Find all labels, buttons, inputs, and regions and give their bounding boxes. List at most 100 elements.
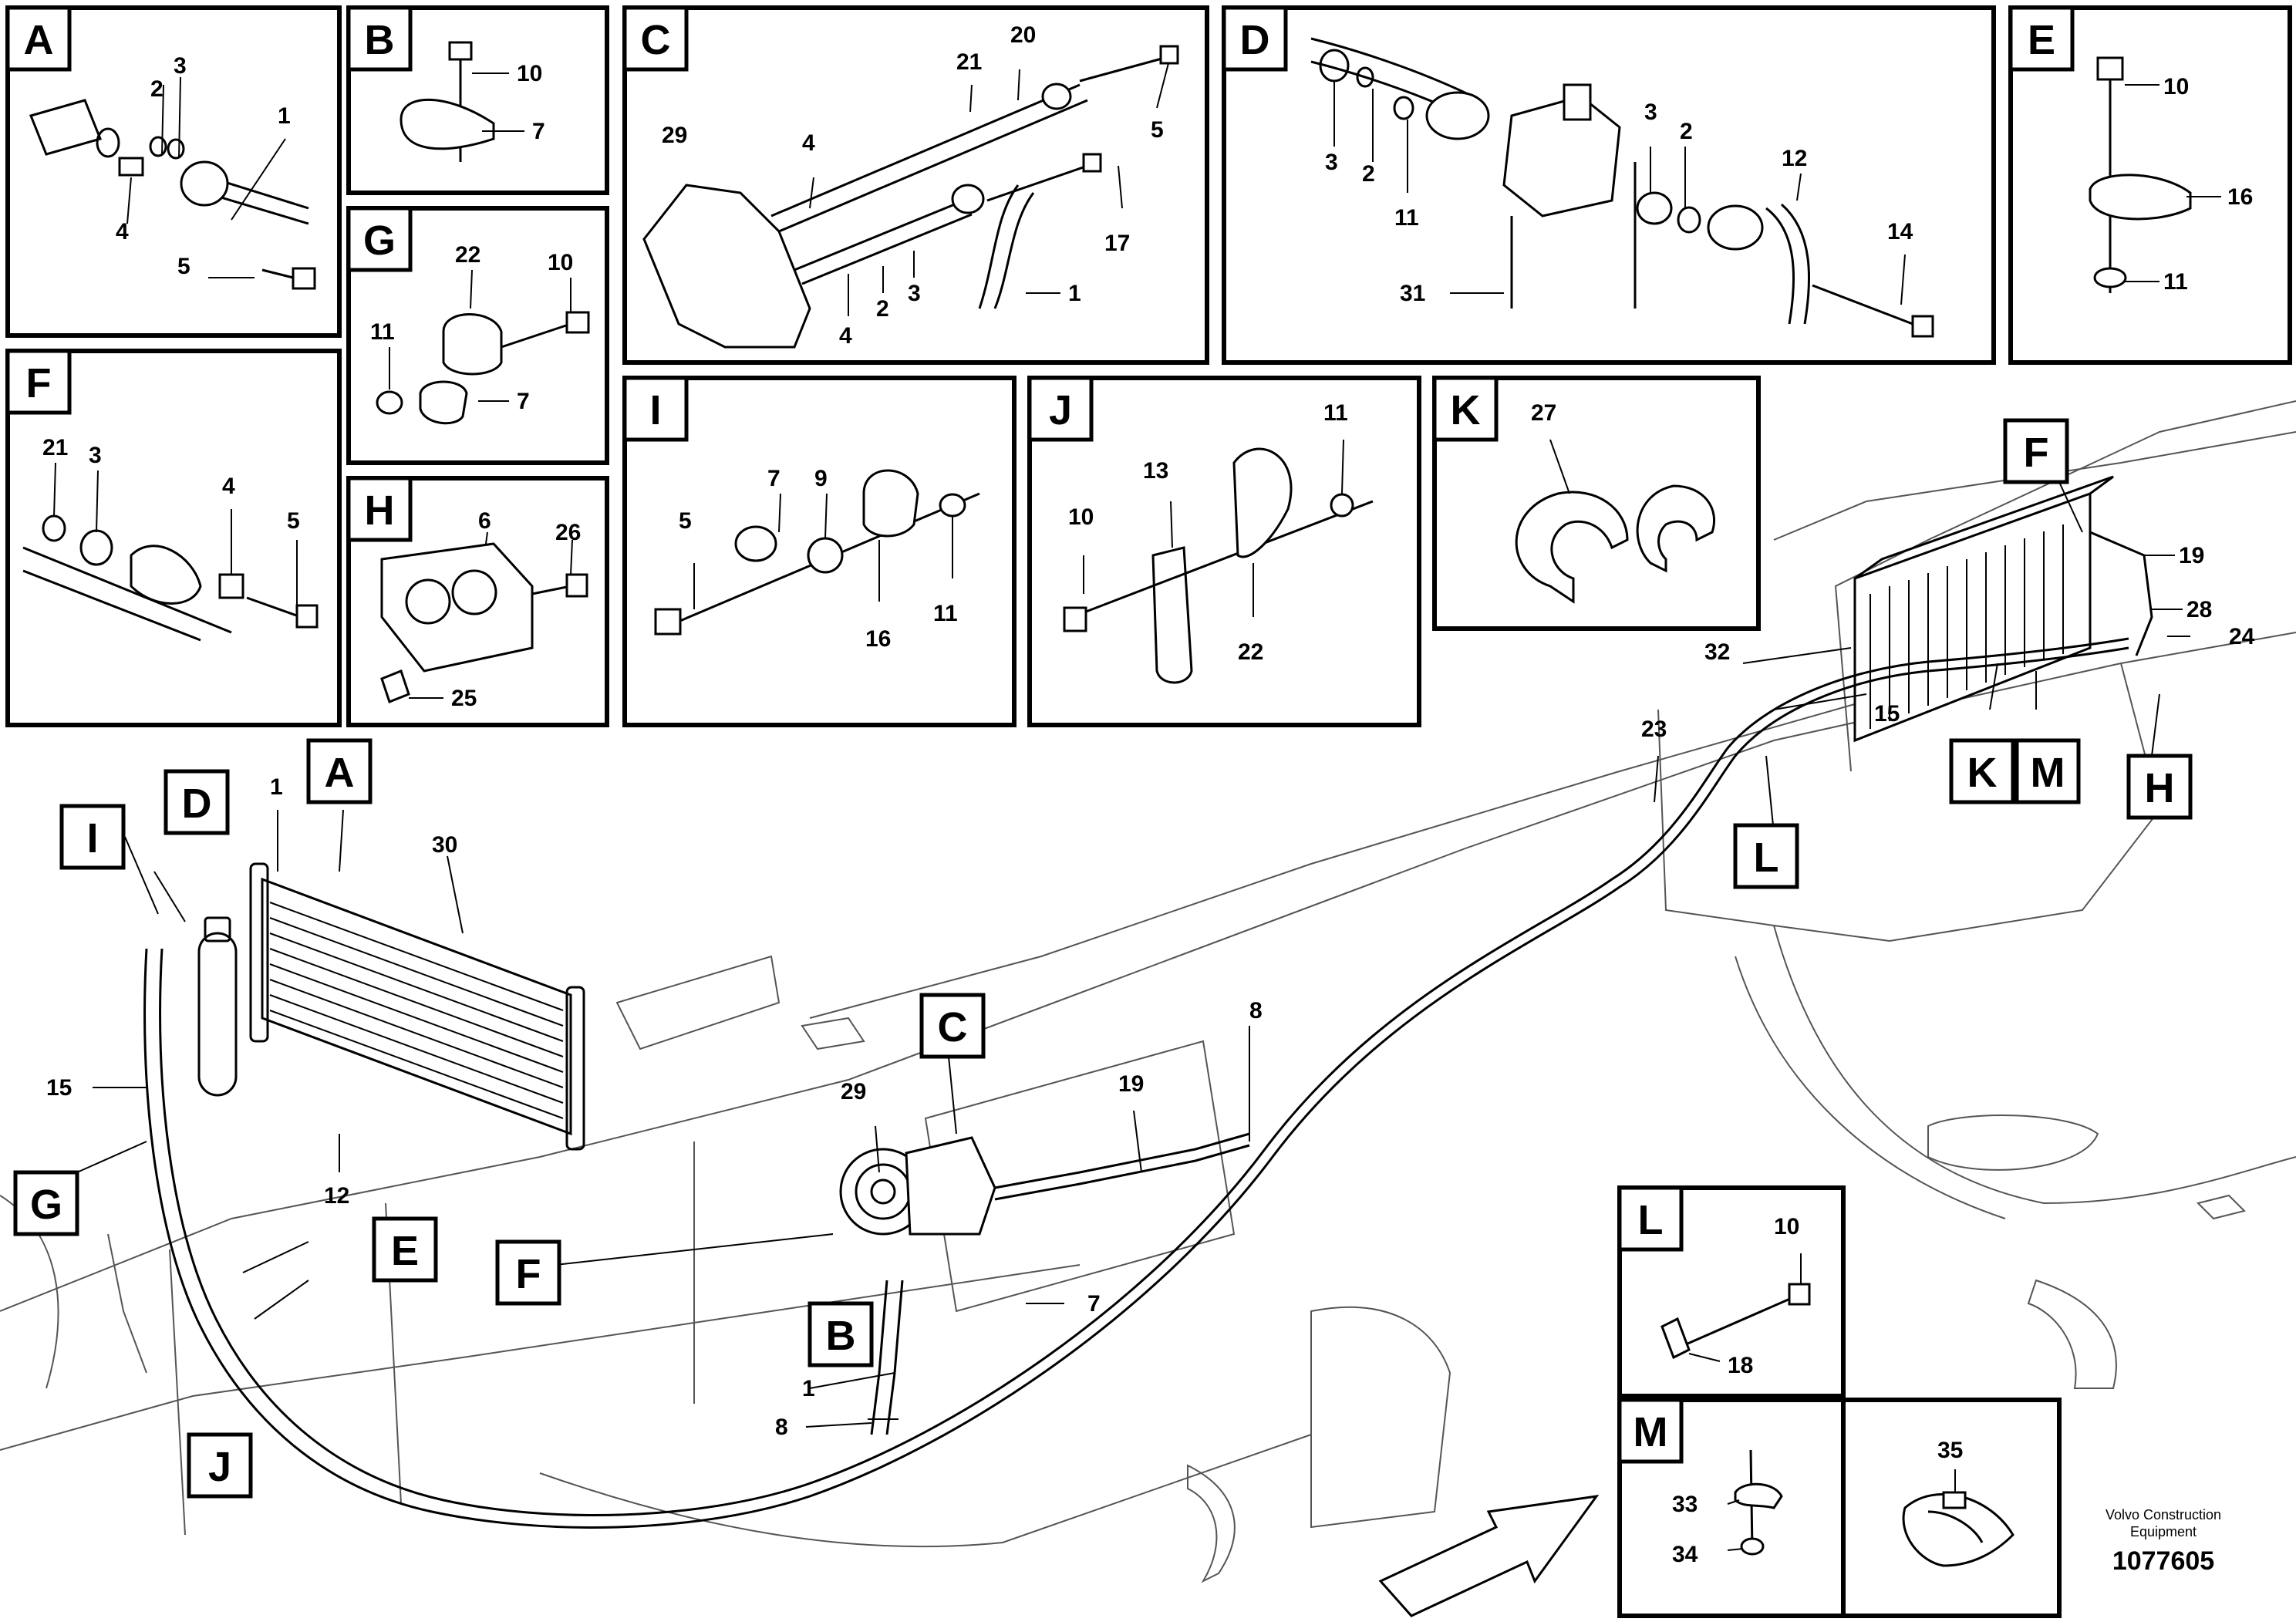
callout-C: C (938, 1004, 968, 1050)
overview-label: 1 (270, 774, 283, 800)
A-label: 2 (150, 76, 164, 102)
callout-F-evaporator: F (2024, 430, 2049, 476)
tag-L: L (1638, 1197, 1664, 1243)
A-label: 5 (177, 254, 190, 279)
I-label: 5 (679, 508, 692, 534)
E-label: 11 (2163, 269, 2188, 295)
J-label: 22 (1238, 639, 1263, 665)
tag-D: D (1240, 17, 1270, 63)
C-label: 2 (876, 296, 889, 322)
overview-label: 28 (2186, 597, 2212, 622)
E-label: 16 (2227, 184, 2253, 210)
overview-label: 15 (1874, 701, 1900, 727)
tag-A: A (24, 17, 54, 63)
M-label: 33 (1672, 1492, 1698, 1517)
tag-C: C (641, 17, 671, 63)
drawing-number: 1077605 (2112, 1546, 2214, 1576)
H-label: 6 (478, 508, 491, 534)
tag-B: B (365, 17, 395, 63)
A-label: 3 (174, 53, 187, 79)
tag-E: E (2028, 17, 2055, 63)
detail-panel-A (5, 5, 342, 338)
callout-A: A (325, 750, 355, 796)
credit-company: Volvo Construction (2106, 1507, 2221, 1523)
detail-panel-F (5, 349, 342, 727)
tag-G: G (363, 218, 396, 264)
callout-D: D (182, 781, 212, 827)
G-label: 10 (548, 250, 573, 275)
C-label: 5 (1151, 117, 1164, 143)
callout-F: F (516, 1251, 541, 1297)
F-label: 4 (222, 474, 235, 499)
H-label: 26 (555, 520, 581, 545)
D-label: 31 (1400, 281, 1425, 306)
C-label: 4 (839, 323, 852, 349)
F-label: 21 (42, 435, 68, 460)
J-label: 11 (1323, 400, 1348, 426)
J-label: 13 (1143, 458, 1168, 484)
callout-L: L (1754, 835, 1779, 881)
callout-I: I (86, 815, 98, 862)
D-label: 12 (1782, 146, 1807, 171)
I-label: 16 (865, 626, 891, 652)
detail-panel-L (1617, 1185, 1846, 1398)
detail-panel-J (1027, 376, 1421, 727)
drawing-credit: Volvo Construction Equipment 1077605 (2106, 1507, 2221, 1576)
detail-panel-B (346, 5, 609, 195)
H-label: 25 (451, 686, 477, 711)
overview-label: 12 (324, 1183, 349, 1209)
I-label: 9 (814, 466, 828, 491)
callout-J: J (208, 1444, 231, 1490)
D-label: 2 (1680, 119, 1693, 144)
C-label: 29 (662, 123, 687, 148)
condenser (249, 862, 585, 1151)
callout-H: H (2145, 765, 2175, 811)
callout-E: E (391, 1228, 419, 1274)
F-label: 3 (89, 443, 102, 468)
detail-panel-I (622, 376, 1017, 727)
I-label: 11 (933, 601, 958, 626)
B-label: 7 (532, 119, 545, 144)
tag-I: I (649, 387, 661, 433)
callout-M: M (2031, 750, 2065, 796)
D-label: 14 (1887, 219, 1913, 244)
detail-panel-D (1222, 5, 1996, 365)
detail-panel-C (622, 5, 1209, 365)
G-label: 7 (517, 389, 530, 414)
M-label: 34 (1672, 1542, 1698, 1567)
overview-label: 1 (802, 1376, 815, 1401)
callout-K: K (1967, 750, 1998, 796)
compressor (839, 1136, 996, 1236)
detail-panel-H (346, 476, 609, 727)
receiver-drier (197, 916, 238, 1097)
G-label: 22 (455, 242, 480, 268)
C-label: 1 (1068, 281, 1081, 306)
E-label: 10 (2163, 74, 2189, 99)
tag-F: F (26, 360, 52, 406)
overview-label: 23 (1641, 717, 1667, 742)
detail-panel-G (346, 206, 609, 465)
panel-part-numbers: 1 2 3 4 5 10 7 29 21 20 5 4 17 4 2 3 1 3… (42, 22, 2253, 1567)
A-label: 1 (278, 103, 291, 129)
detail-panel-E (2008, 5, 2292, 365)
overview-label: 30 (432, 832, 457, 858)
overview-label: 29 (841, 1079, 866, 1104)
C-label: 3 (908, 281, 921, 306)
B-label: 10 (517, 61, 542, 86)
C-label: 4 (802, 130, 815, 156)
L-label: 10 (1774, 1214, 1799, 1239)
L-label: 18 (1728, 1353, 1753, 1378)
credit-company-line2: Equipment (2130, 1524, 2197, 1539)
K-label: 27 (1531, 400, 1556, 426)
overview-label: 15 (46, 1075, 72, 1101)
detail-panel-M (1617, 1398, 2062, 1618)
callout-G: G (30, 1182, 62, 1228)
detail-panel-K (1432, 376, 1761, 631)
panel-tags: A B C D E F G H I J K L M (5, 5, 2075, 1464)
G-label: 11 (370, 319, 395, 345)
D-label: 3 (1644, 99, 1657, 125)
I-label: 7 (767, 466, 781, 491)
C-label: 21 (956, 49, 982, 75)
overview-label: 19 (2179, 543, 2204, 568)
overview-label: 8 (775, 1415, 788, 1440)
